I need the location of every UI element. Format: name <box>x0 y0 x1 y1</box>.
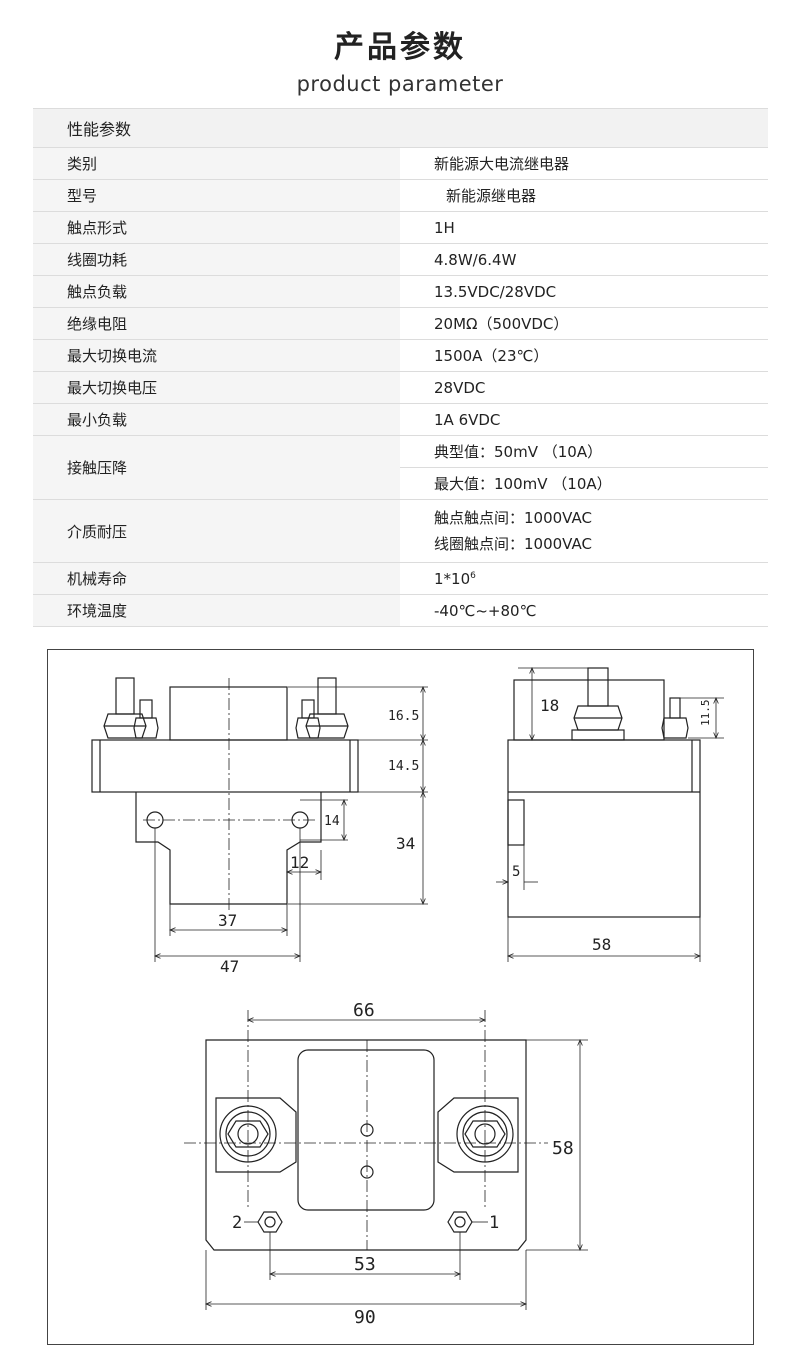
row-value-line: 触点触点间：1000VAC <box>434 509 592 527</box>
spec-section-title: 性能参数 <box>33 108 768 148</box>
row-value-text: 新能源继电器 <box>446 187 537 205</box>
table-row: 最大值：100mV （10A） <box>33 467 768 500</box>
table-row: 型号 新能源继电器 <box>33 179 768 212</box>
front-centerline <box>143 678 318 912</box>
coil-pin-label-2: 2 <box>232 1213 242 1233</box>
table-row: 机械寿命 1*106 <box>33 562 768 595</box>
row-value: 新能源大电流继电器 <box>400 147 768 180</box>
row-value: 4.8W/6.4W <box>400 243 768 276</box>
table-row: 最大切换电流 1500A（23℃） <box>33 339 768 372</box>
top-centerlines <box>184 1010 548 1250</box>
row-label: 最大切换电压 <box>33 371 400 404</box>
row-label: 类别 <box>33 147 400 180</box>
side-terminal-small <box>661 697 689 739</box>
dim-top-53: 53 <box>354 1254 376 1275</box>
row-value: 典型值：50mV （10A） <box>400 435 768 468</box>
row-value: 新能源继电器 <box>400 179 768 212</box>
side-top-cap <box>513 679 665 741</box>
side-body <box>507 739 701 918</box>
mech-life-exponent: 6 <box>470 570 476 581</box>
row-label: 触点形式 <box>33 211 400 244</box>
row-label: 机械寿命 <box>33 562 400 595</box>
front-top-cap <box>169 686 288 741</box>
dim-top-58: 58 <box>552 1138 574 1159</box>
coil-pin-label-1: 1 <box>489 1213 499 1233</box>
top-coil-cover <box>297 1049 435 1211</box>
row-value: -40℃~+80℃ <box>400 594 768 627</box>
dim-front-14: 14 <box>324 814 340 829</box>
row-value: 1*106 <box>400 562 768 595</box>
row-label: 触点负载 <box>33 275 400 308</box>
row-value: 最大值：100mV （10A） <box>400 467 768 500</box>
dim-side-58: 58 <box>592 935 611 954</box>
page-title-cn: 产品参数 <box>334 30 466 65</box>
mech-life-base: 1*10 <box>434 569 471 588</box>
table-row: 线圈功耗 4.8W/6.4W <box>33 243 768 276</box>
top-view <box>184 1010 588 1310</box>
row-value: 触点触点间：1000VAC 线圈触点间：1000VAC <box>400 499 768 563</box>
page-title-en: product parameter <box>296 72 504 96</box>
top-base-plate <box>205 1039 527 1251</box>
table-row: 类别 新能源大电流继电器 <box>33 147 768 180</box>
row-value: 1A 6VDC <box>400 403 768 436</box>
table-row: 接触压降 典型值：50mV （10A） <box>33 435 768 500</box>
top-dimension-lines <box>206 1020 588 1310</box>
row-label: 绝缘电阻 <box>33 307 400 340</box>
row-value: 13.5VDC/28VDC <box>400 275 768 308</box>
top-coil-pin-right <box>447 1211 473 1233</box>
dim-side-18: 18 <box>540 696 559 715</box>
dim-front-12: 12 <box>290 853 309 872</box>
row-label: 型号 <box>33 179 400 212</box>
dim-side-11-5: 11.5 <box>699 700 712 727</box>
dim-top-66: 66 <box>353 1000 375 1021</box>
top-terminal-pad-left <box>215 1097 297 1173</box>
dim-top-90: 90 <box>354 1307 376 1328</box>
row-value: 1500A（23℃） <box>400 339 768 372</box>
dim-side-5: 5 <box>512 864 520 880</box>
table-row: 触点形式 1H <box>33 211 768 244</box>
dim-front-14-5: 14.5 <box>388 759 419 774</box>
row-value: 28VDC <box>400 371 768 404</box>
front-body <box>91 739 359 793</box>
front-lower-body <box>135 792 322 905</box>
table-row: 触点负载 13.5VDC/28VDC <box>33 275 768 308</box>
table-row: 绝缘电阻 20MΩ（500VDC） <box>33 307 768 340</box>
row-label: 接触压降 <box>33 435 400 500</box>
front-view <box>91 677 428 962</box>
table-row: 最小负载 1A 6VDC <box>33 403 768 436</box>
top-terminal-pad-right <box>437 1097 519 1173</box>
terminal-right <box>295 677 349 739</box>
table-row: 环境温度 -40℃~+80℃ <box>33 594 768 627</box>
row-value: 1H <box>400 211 768 244</box>
top-coil-pin-left <box>257 1211 283 1233</box>
dim-front-37: 37 <box>218 911 237 930</box>
side-view <box>496 668 724 962</box>
row-label: 最大切换电流 <box>33 339 400 372</box>
row-value-line: 线圈触点间：1000VAC <box>434 535 592 553</box>
row-label: 环境温度 <box>33 594 400 627</box>
row-label: 介质耐压 <box>33 499 400 563</box>
dim-front-47: 47 <box>220 957 239 976</box>
row-label: 线圈功耗 <box>33 243 400 276</box>
row-value: 20MΩ（500VDC） <box>400 307 768 340</box>
row-label: 最小负载 <box>33 403 400 436</box>
terminal-left <box>103 677 159 739</box>
front-dimension-lines <box>155 687 428 962</box>
spec-table: 性能参数 类别 新能源大电流继电器 型号 新能源继电器 触点形式 1H 线圈功耗… <box>33 108 768 627</box>
dim-front-34: 34 <box>396 834 415 853</box>
side-dimension-lines <box>496 668 724 962</box>
table-row: 最大切换电压 28VDC <box>33 371 768 404</box>
side-terminal-main <box>571 667 625 741</box>
technical-drawing: 16.5 14.5 34 14 12 37 47 18 11.5 5 58 66… <box>47 649 754 1345</box>
dim-front-16-5: 16.5 <box>388 709 419 724</box>
side-bracket <box>507 799 525 846</box>
table-row: 介质耐压 触点触点间：1000VAC 线圈触点间：1000VAC <box>33 499 768 563</box>
dimension-drawing-svg: 16.5 14.5 34 14 12 37 47 18 11.5 5 58 66… <box>91 650 724 1328</box>
